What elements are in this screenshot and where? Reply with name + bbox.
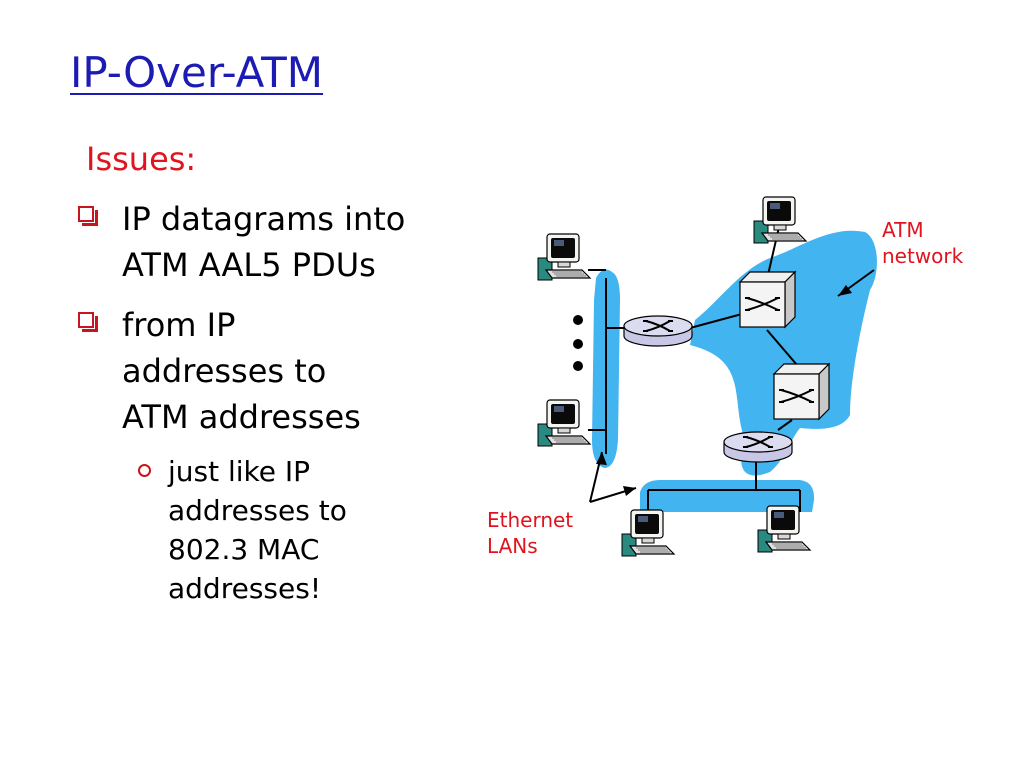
atm-network-cloud <box>690 230 877 476</box>
label-line: ATM <box>882 218 924 242</box>
computer-icon <box>537 399 591 447</box>
sub-bullet-text-line: addresses! <box>168 572 322 605</box>
ellipsis-dot <box>573 339 583 349</box>
bullet-text-line: ATM addresses <box>122 398 361 436</box>
label-line: network <box>882 244 964 268</box>
computer-icon <box>757 505 811 553</box>
atm-switch-icon <box>773 363 830 420</box>
ethernet-lan-bottom <box>640 480 815 512</box>
square-bullet-icon <box>78 312 98 332</box>
computer-icon <box>537 233 591 281</box>
square-bullet-icon <box>78 206 98 226</box>
computer-icon <box>621 509 675 557</box>
ellipsis-dot <box>573 361 583 371</box>
ethernet-lans-label: Ethernet LANs <box>487 507 573 559</box>
bullet-text-line: ATM AAL5 PDUs <box>122 246 376 284</box>
page-title: IP-Over-ATM <box>70 48 324 97</box>
sub-bullet-item: just like IP addresses to 802.3 MAC addr… <box>138 452 398 608</box>
label-line: LANs <box>487 534 538 558</box>
atm-network-label: ATM network <box>882 217 963 269</box>
sub-bullet-text-line: 802.3 MAC <box>168 533 320 566</box>
router-icon <box>723 431 793 463</box>
bullet-item: IP datagrams into ATM AAL5 PDUs <box>78 196 462 288</box>
bullet-text-line: IP datagrams into <box>122 200 406 238</box>
sub-bullet-text-line: just like IP <box>168 455 311 488</box>
bullet-item: from IP addresses to ATM addresses <box>78 302 462 440</box>
ellipsis-dot <box>573 315 583 325</box>
computer-icon <box>753 196 807 244</box>
issues-heading: Issues: <box>86 140 197 178</box>
circle-bullet-icon <box>138 464 151 477</box>
sub-bullet-text-line: addresses to <box>168 494 347 527</box>
bullet-text-line: from IP <box>122 306 236 344</box>
router-icon <box>623 315 693 347</box>
atm-switch-icon <box>739 271 796 328</box>
bullet-text-line: addresses to <box>122 352 327 390</box>
label-line: Ethernet <box>487 508 574 532</box>
